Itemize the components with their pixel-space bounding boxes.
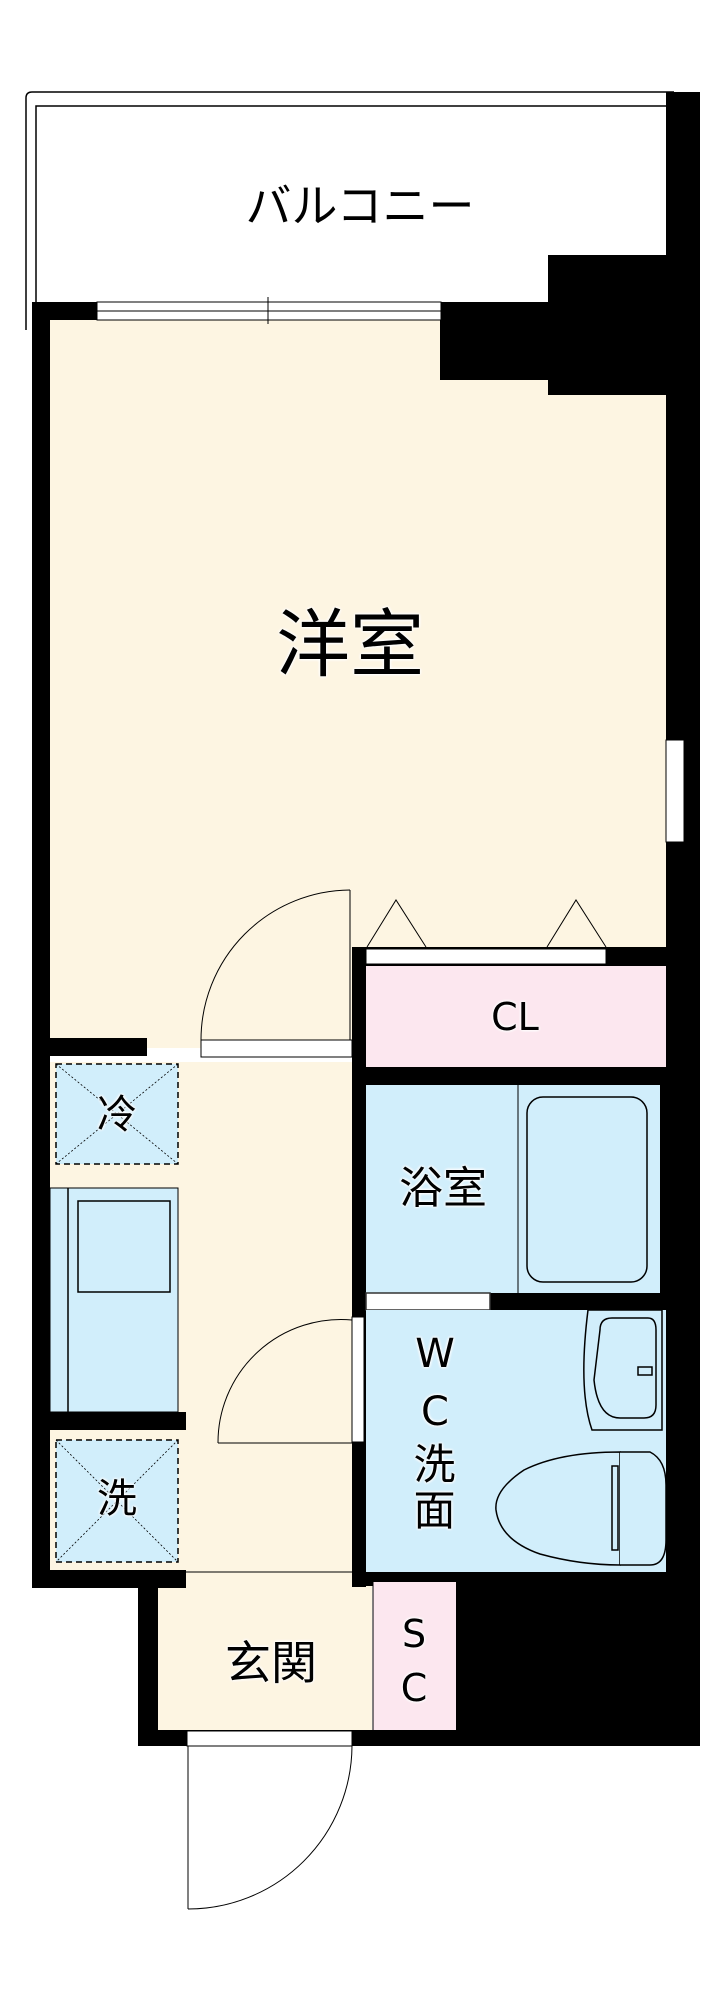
toilet-icon [495, 1451, 667, 1566]
refrigerator-space [55, 1063, 179, 1165]
western-room-floor [50, 318, 674, 1048]
bathroom-label: 浴室 [399, 1163, 487, 1214]
closet-label: CL [491, 995, 539, 1039]
sink-icon [583, 1309, 663, 1431]
washing-machine-space [55, 1439, 179, 1563]
kitchen-sink-icon [77, 1200, 171, 1293]
shoe-closet-label: SC [392, 1612, 436, 1720]
folding-door-icon [366, 899, 607, 948]
closet-floor [366, 966, 666, 1067]
refrigerator-label: 冷 [97, 1092, 137, 1138]
balcony-railing [25, 91, 674, 330]
washing-machine-label: 洗 [97, 1476, 137, 1522]
side-window [665, 739, 685, 843]
bathroom-door [365, 1292, 491, 1311]
bathtub-icon [526, 1096, 648, 1283]
kitchen-counter [49, 1187, 179, 1413]
balcony-window [96, 297, 442, 324]
western-room-label: 洋室 [276, 602, 424, 688]
entrance-label: 玄関 [225, 1636, 317, 1690]
shoe-closet-floor [373, 1582, 456, 1730]
walls [32, 92, 700, 1746]
closet-doors [365, 948, 607, 965]
balcony-label: バルコニー [245, 179, 475, 233]
entrance-floor [158, 1582, 372, 1732]
washroom-label: 洗面 [407, 1442, 456, 1534]
wc-door [217, 1316, 365, 1444]
wc-label-c: C [421, 1389, 449, 1435]
wc-label-w: W [415, 1331, 455, 1377]
entry-door [186, 1730, 353, 1910]
room-door [200, 889, 353, 1058]
